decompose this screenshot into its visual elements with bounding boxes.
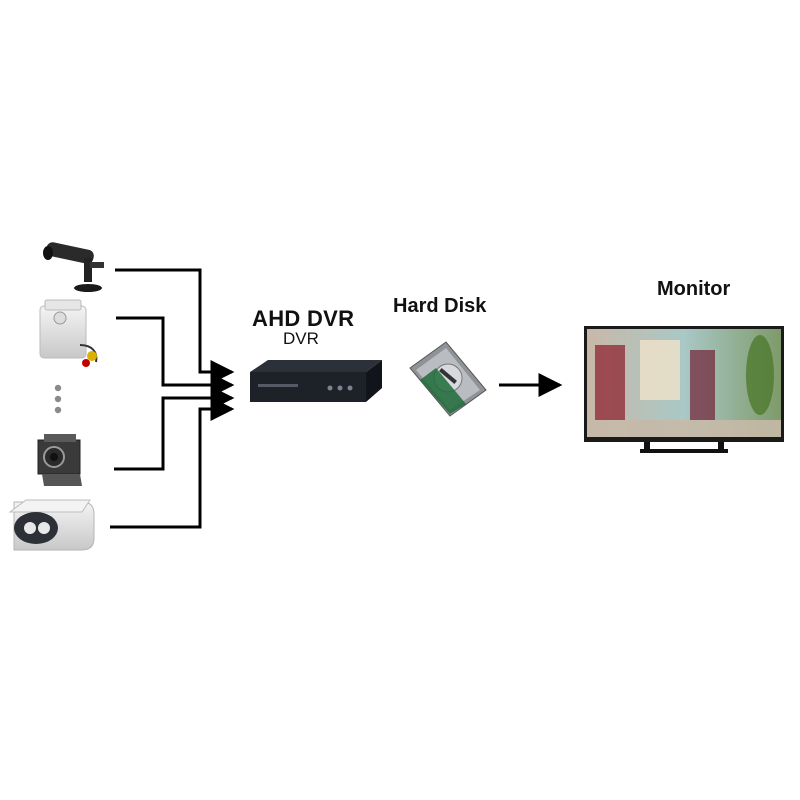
hard-disk-icon [409, 341, 487, 417]
connector-camera-3 [114, 386, 235, 471]
camera-connectors [110, 268, 563, 529]
monitor-icon [584, 326, 784, 453]
mini-bullet-camera-icon [43, 242, 104, 292]
dvr-sublabel: DVR [283, 329, 319, 348]
dvr-label: AHD DVR [252, 306, 355, 331]
ir-bullet-camera-icon [8, 499, 95, 551]
connector-camera-2 [116, 316, 235, 397]
hard-disk-label: Hard Disk [393, 295, 487, 317]
pinhole-camera-icon [37, 434, 82, 486]
monitor-label: Monitor [657, 278, 731, 300]
connector-camera-1 [115, 268, 235, 384]
vertical-ellipsis-icon [54, 384, 62, 414]
pir-hidden-camera-icon [39, 299, 98, 367]
connector-camera-4 [110, 397, 235, 529]
dvr-recorder-icon [250, 360, 382, 402]
